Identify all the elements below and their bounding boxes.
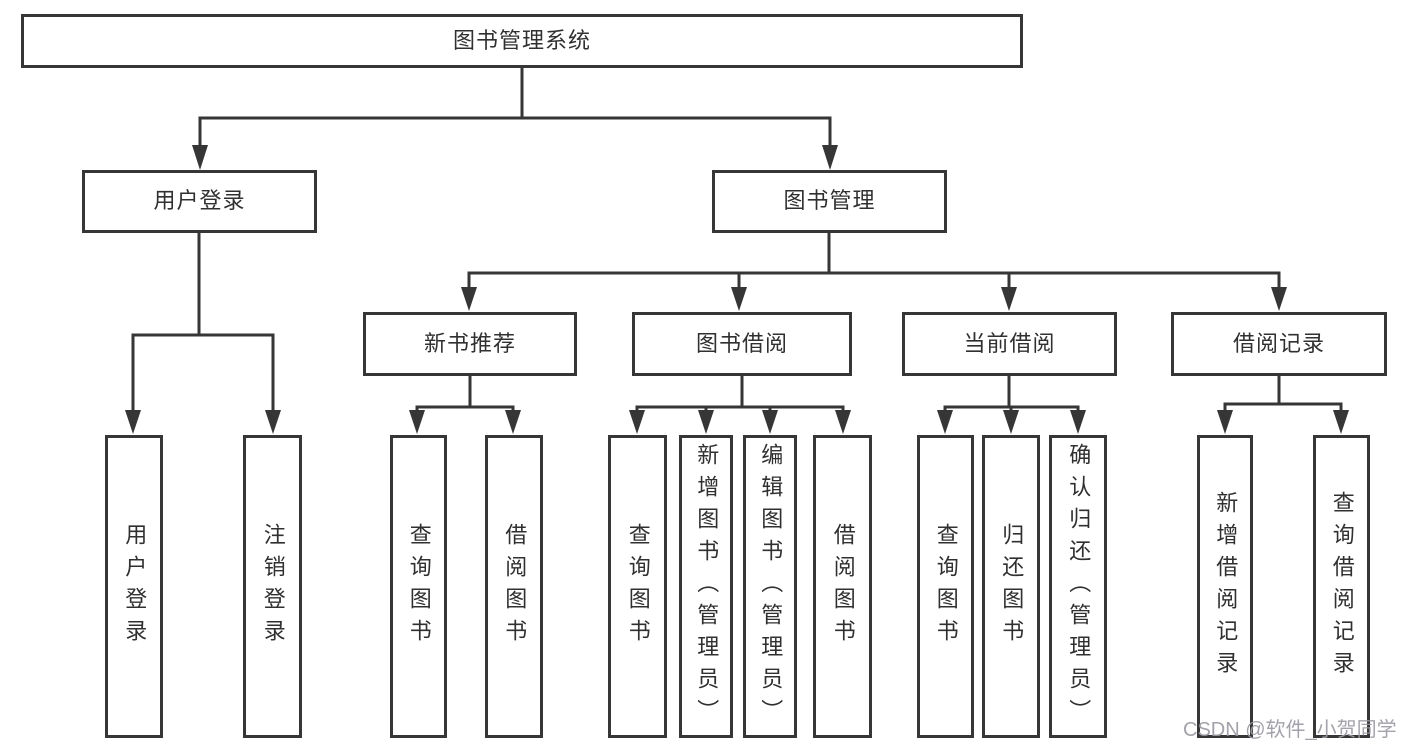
leaf-borrow-book-recommend: 借阅图书 xyxy=(485,435,543,738)
arrowhead xyxy=(698,410,714,434)
leaf-logout: 注销登录 xyxy=(243,435,302,738)
arrowhead xyxy=(125,410,141,434)
leaf-query-book-borrow: 查询图书 xyxy=(608,435,667,738)
leaf-borrow-book: 借阅图书 xyxy=(813,435,872,738)
node-current-borrow: 当前借阅 xyxy=(902,312,1117,376)
leaf-return-book: 归还图书 xyxy=(982,435,1040,738)
node-user-login: 用户登录 xyxy=(82,170,317,233)
leaf-query-borrow-record: 查询借阅记录 xyxy=(1313,435,1370,738)
arrowhead xyxy=(192,145,208,170)
arrowhead xyxy=(1070,410,1086,434)
node-root-system: 图书管理系统 xyxy=(21,14,1023,68)
node-book-management: 图书管理 xyxy=(712,170,947,233)
leaf-edit-book-admin: 编辑图书（管理员） xyxy=(743,435,797,738)
arrowhead xyxy=(1333,410,1349,434)
node-new-book-recommend: 新书推荐 xyxy=(363,312,577,376)
leaf-query-book-current: 查询图书 xyxy=(917,435,974,738)
arrowhead xyxy=(1001,287,1017,311)
arrowhead xyxy=(731,287,747,311)
leaf-add-book-admin: 新增图书（管理员） xyxy=(679,435,733,738)
leaf-user-login: 用户登录 xyxy=(105,435,163,738)
arrowhead xyxy=(1003,410,1019,434)
arrowhead xyxy=(461,287,477,311)
arrowhead xyxy=(505,410,521,434)
arrowhead xyxy=(265,410,281,434)
leaf-add-borrow-record: 新增借阅记录 xyxy=(1197,435,1253,738)
arrowhead xyxy=(822,145,838,170)
arrowhead xyxy=(762,410,778,434)
arrowhead xyxy=(1271,287,1287,311)
arrowhead xyxy=(409,410,425,434)
leaf-query-book-recommend: 查询图书 xyxy=(390,435,447,738)
connector-arrowheads xyxy=(125,145,1349,434)
leaf-confirm-return-admin: 确认归还（管理员） xyxy=(1049,435,1107,738)
arrowhead xyxy=(835,410,851,434)
arrowhead xyxy=(937,410,953,434)
node-book-borrow: 图书借阅 xyxy=(632,312,852,376)
node-borrow-record: 借阅记录 xyxy=(1171,312,1387,376)
arrowhead xyxy=(1217,410,1233,434)
connector-shafts xyxy=(131,68,1343,415)
arrowhead xyxy=(629,410,645,434)
